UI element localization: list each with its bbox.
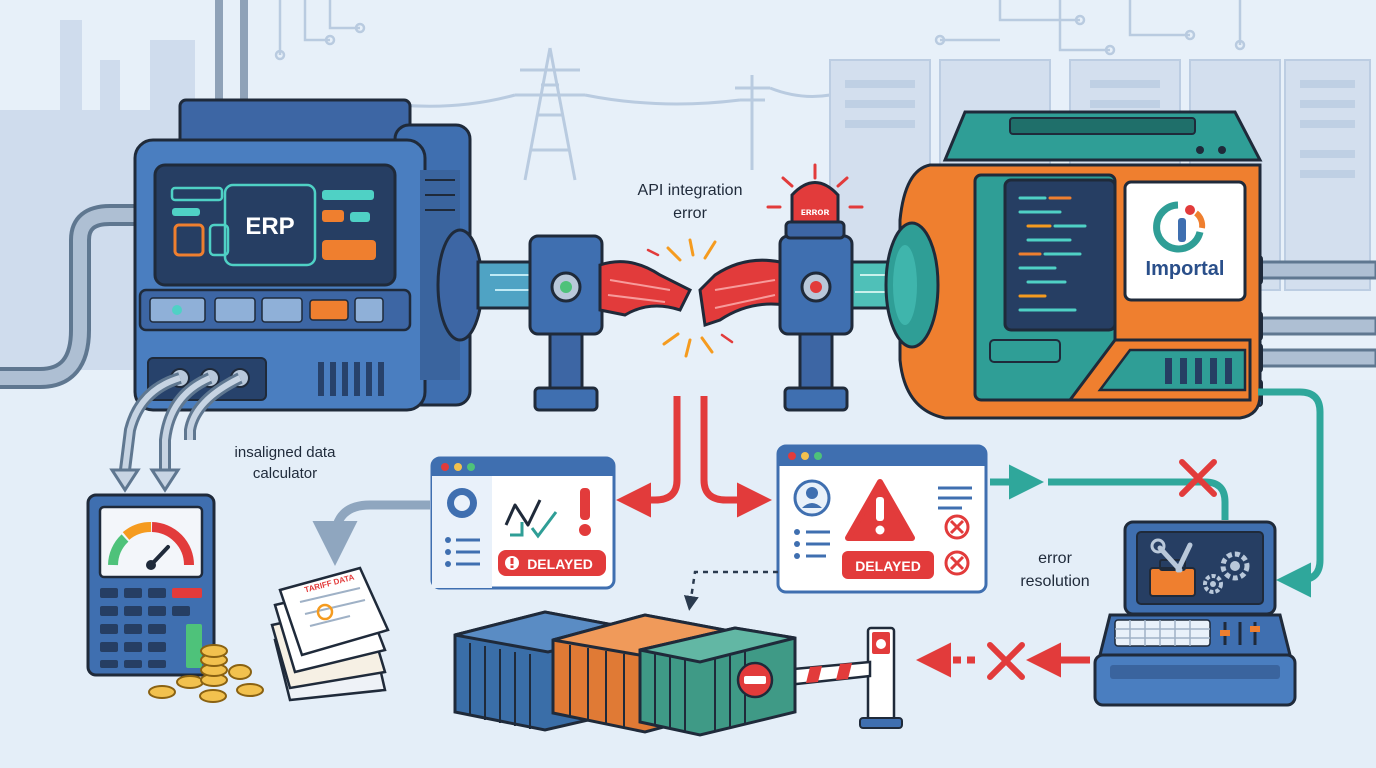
arrow-error-right (700, 396, 772, 518)
resolution-label-line2: resolution (1020, 573, 1089, 590)
broken-cable (598, 238, 787, 358)
document-stack: TARIFF DATA (270, 566, 390, 702)
siren-label: ᴇʀʀᴏʀ (801, 207, 830, 218)
delayed-badge-2 (842, 551, 934, 579)
api-error-label-line1: API integration (638, 182, 743, 199)
x-circle-icon (944, 514, 970, 576)
status-card-2: DELAYED (776, 444, 988, 594)
arrow-to-documents (312, 500, 430, 566)
x-icon (1179, 459, 1217, 497)
gear-icon (1203, 551, 1250, 594)
calculator (86, 493, 216, 677)
wrench-icon (1150, 538, 1193, 573)
coin-icon (148, 644, 264, 703)
importal-machine: Importal (884, 110, 1263, 420)
resolution-label-line1: error (1038, 550, 1072, 567)
erp-screen-label: ERP (245, 213, 294, 240)
arrow-to-containers (683, 570, 778, 611)
left-pipe (0, 0, 248, 389)
data-pipes-to-calculator (109, 372, 243, 493)
misaligned-label-line1: insaligned data (235, 444, 337, 461)
siren-icon: ᴇʀʀᴏʀ (766, 163, 864, 240)
shipping-containers (453, 610, 797, 737)
api-error-label-line2: error (673, 205, 707, 222)
arrow-error-left (616, 396, 681, 518)
user-icon (793, 479, 831, 517)
arrow-importal-to-resolution (1258, 388, 1324, 598)
importal-logo-icon (1153, 201, 1206, 253)
erp-machine: ERP (133, 98, 472, 412)
gauge-icon (108, 522, 194, 570)
calculator-display (98, 505, 204, 579)
delayed-badge-2-text: DELAYED (855, 558, 921, 574)
resolution-terminal (1093, 520, 1297, 707)
delayed-badge-1 (498, 550, 606, 576)
delayed-badge-1-text: DELAYED (527, 556, 593, 572)
importal-brand-name: Importal (1146, 258, 1225, 280)
no-entry-icon (736, 661, 774, 699)
left-connector (436, 228, 604, 412)
misaligned-label-line2: calculator (253, 465, 317, 482)
x-icon (987, 642, 1025, 680)
status-card-1: DELAYED (430, 456, 616, 590)
warning-icon (845, 479, 915, 541)
exclamation-icon (579, 488, 591, 536)
